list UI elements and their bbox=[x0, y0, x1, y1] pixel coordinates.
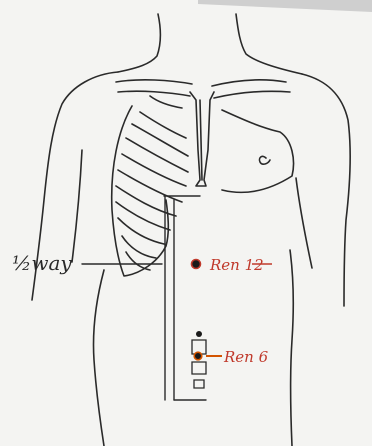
halfway-label: ½way bbox=[12, 251, 72, 275]
navel-point bbox=[196, 331, 202, 337]
ren6-label: Ren 6 bbox=[223, 348, 269, 366]
ren6-point bbox=[194, 352, 202, 360]
ren12-label: Ren 12 bbox=[209, 256, 264, 274]
ren12-point bbox=[192, 260, 201, 269]
